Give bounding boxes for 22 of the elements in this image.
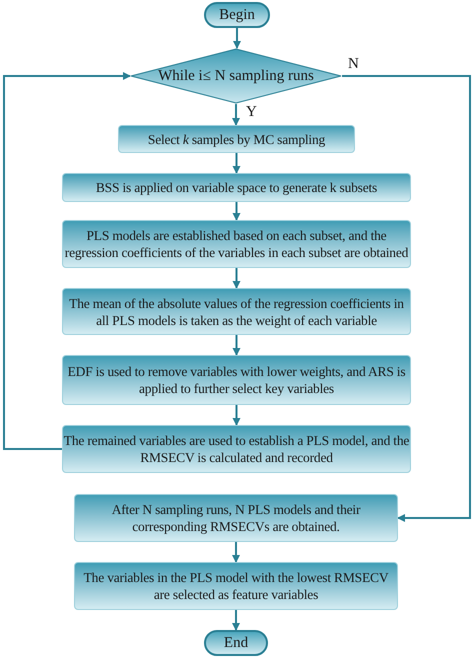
- arrow: [232, 268, 240, 289]
- process-box: PLS models are established based on each subset, and the regression coefficients of the variables in each subset are obtained: [62, 220, 411, 268]
- process-box: The remained variables are used to establish a PLS model, and the RMSECV is calculated and recorded: [62, 425, 411, 473]
- process-box: The mean of the absolute values of the regression coefficients in all PLS models is taken as the weight of each variable: [62, 288, 411, 335]
- arrow: [232, 405, 240, 426]
- arrow: [232, 610, 240, 631]
- arrow: [232, 335, 240, 356]
- arrow: [232, 202, 240, 221]
- process-box: BSS is applied on variable space to generate k subsets: [62, 173, 411, 202]
- arrow: [232, 104, 240, 126]
- arrow: [3, 72, 131, 450]
- arrow: [232, 542, 240, 563]
- process-box: The variables in the PLS model with the lowest RMSECV are selected as feature variables: [74, 562, 398, 610]
- arrow: [232, 153, 240, 174]
- decision-diamond: While i≤ N sampling runs: [130, 48, 342, 104]
- process-box: Select k samples by MC sampling: [118, 125, 355, 153]
- terminal-pill: End: [204, 630, 268, 656]
- terminal-pill: Begin: [204, 2, 270, 28]
- process-box: EDF is used to remove variables with lower weights, and ARS is applied to further select key variables: [62, 355, 411, 405]
- process-box: After N sampling runs, N PLS models and their corresponding RMSECVs are obtained.: [74, 494, 398, 542]
- arrow: [342, 75, 471, 522]
- arrow: [233, 28, 241, 49]
